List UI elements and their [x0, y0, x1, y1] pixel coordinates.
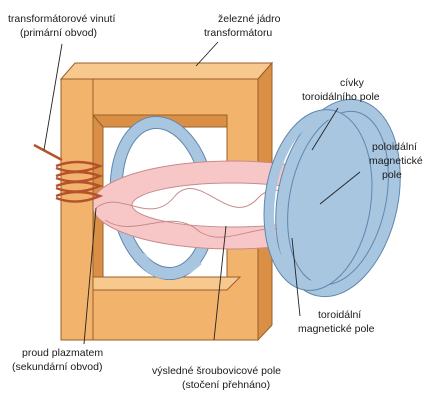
label-iron-core-1: železné jádro [218, 13, 281, 25]
label-poloidal-field-3: pole [382, 169, 402, 181]
label-primary-winding-1: transformátorové vinutí [8, 13, 115, 25]
core-bottom-top-face [75, 277, 240, 290]
label-plasma-current-2: (sekundární obvod) [12, 361, 102, 373]
label-toroidal-field-2: magnetické pole [298, 323, 375, 335]
label-helical-field-1: výsledné šroubovicové pole [152, 365, 281, 377]
label-poloidal-field-2: magnetické [369, 155, 423, 167]
core-top-face [61, 63, 272, 79]
label-plasma-current-1: proud plazmatem [22, 347, 103, 359]
label-iron-core-2: transformátoru [204, 27, 272, 39]
winding-lead [34, 145, 62, 160]
toroidal-coils-right [253, 88, 418, 309]
label-primary-winding-2: (primární obvod) [20, 27, 97, 39]
label-toroidal-coils-1: cívky [340, 77, 365, 89]
lead-primary [44, 44, 62, 150]
label-poloidal-field-1: poloidální [372, 141, 417, 153]
lead-core [196, 42, 218, 66]
label-helical-field-2: (stočení přehnáno) [182, 379, 270, 391]
label-toroidal-coils-2: toroidálního pole [302, 91, 380, 103]
label-toroidal-field-1: toroidální [318, 309, 361, 321]
